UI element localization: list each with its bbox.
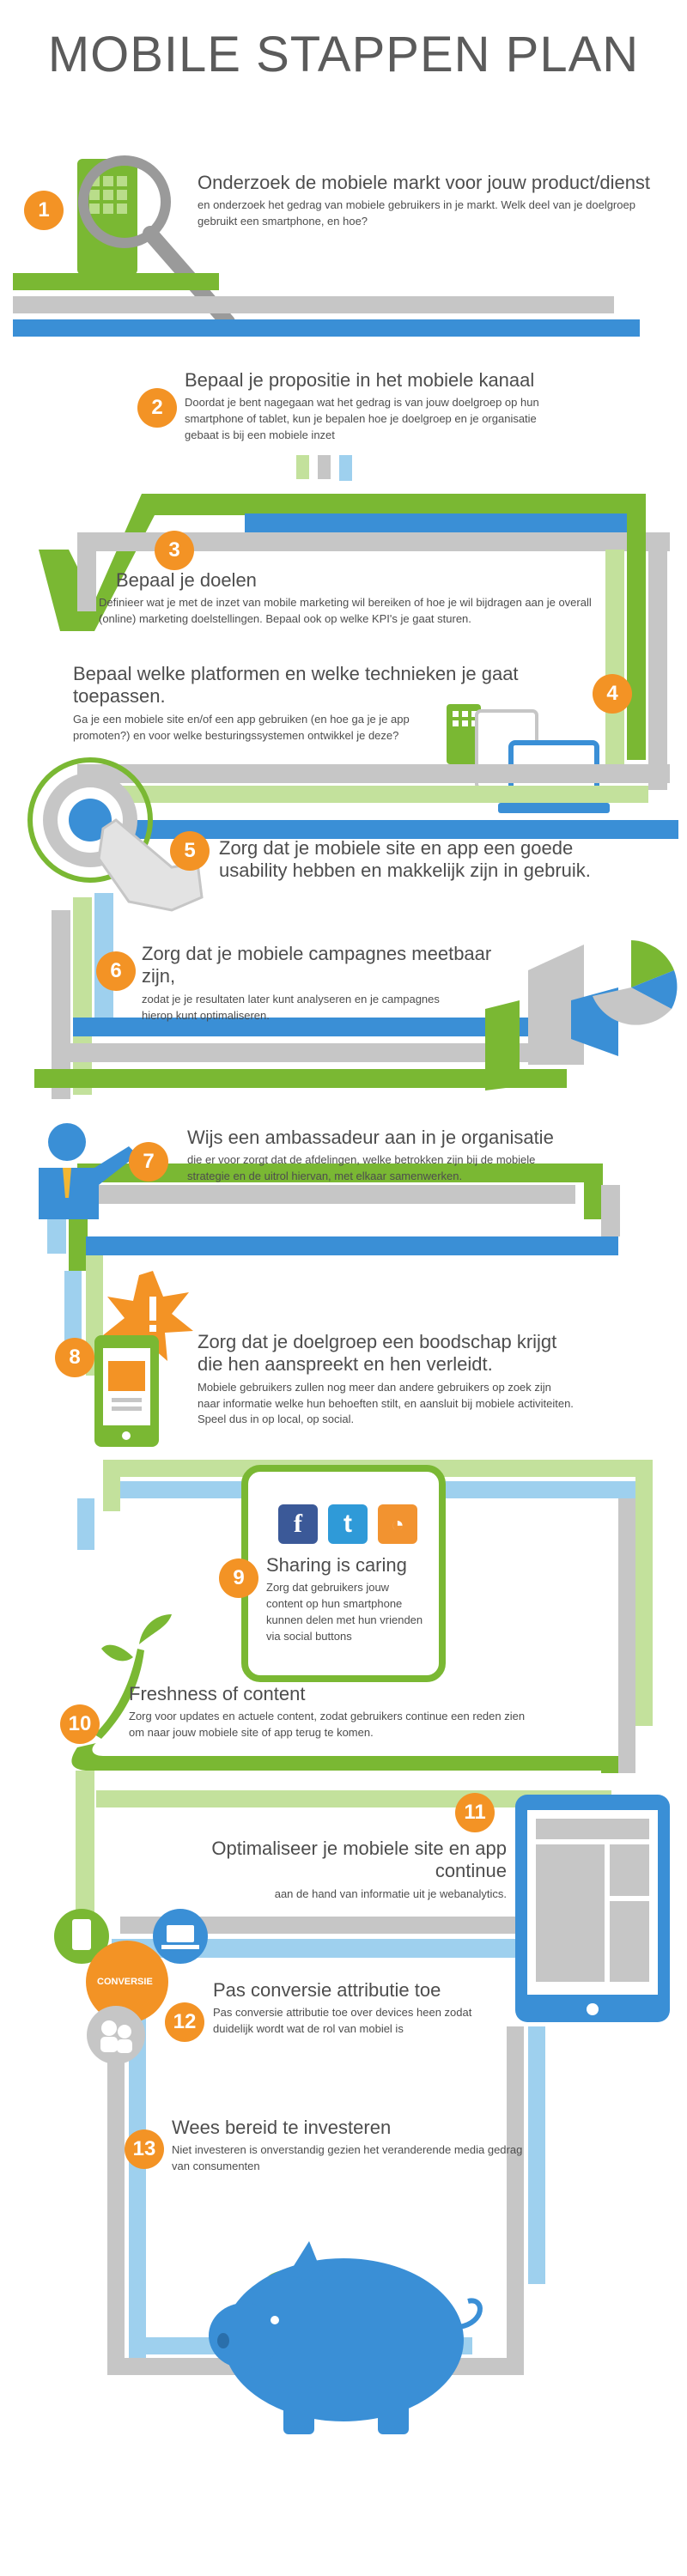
- rss-icon[interactable]: ◔: [378, 1504, 417, 1544]
- step-3-text: Definieer wat je met de inzet van mobile…: [99, 596, 592, 626]
- facebook-icon[interactable]: f: [278, 1504, 318, 1544]
- phone-illustration-1: [77, 159, 137, 275]
- step-9-heading: Sharing is caring: [266, 1554, 407, 1576]
- step-number-8: 8: [55, 1338, 94, 1377]
- step-10: Freshness of content Zorg voor updates e…: [129, 1683, 532, 1741]
- step-10-heading: Freshness of content: [129, 1683, 306, 1704]
- step-2-heading: Bepaal je propositie in het mobiele kana…: [185, 369, 535, 391]
- step-3: Bepaal je doelen Definieer wat je met de…: [99, 569, 597, 628]
- step-7-heading: Wijs een ambassadeur aan in je organisat…: [187, 1127, 554, 1148]
- step-5-heading: Zorg dat je mobiele site en app een goed…: [219, 837, 591, 882]
- step-2: Bepaal je propositie in het mobiele kana…: [185, 369, 554, 444]
- step-8-text: Mobiele gebruikers zullen nog meer dan a…: [198, 1380, 574, 1426]
- step-9: Sharing is caring Zorg dat gebruikers jo…: [266, 1554, 425, 1645]
- step-2-text: Doordat je bent nagegaan wat het gedrag …: [185, 396, 539, 442]
- step-number-5: 5: [170, 831, 210, 871]
- plant-sprout-icon: [94, 1614, 172, 1739]
- step-number-12: 12: [165, 2002, 204, 2042]
- step-4-heading: Bepaal welke platformen en welke technie…: [73, 663, 519, 708]
- step-9-text: Zorg dat gebruikers jouw content op hun …: [266, 1581, 423, 1643]
- step-number-2: 2: [137, 388, 177, 428]
- conversion-cluster: [54, 1909, 208, 2064]
- step-12-text: Pas conversie attributie toe over device…: [213, 2006, 472, 2036]
- step-8-heading: Zorg dat je doelgroep een boodschap krij…: [198, 1331, 557, 1376]
- step-6-heading: Zorg dat je mobiele campagnes meetbaar z…: [142, 943, 492, 987]
- step-7: Wijs een ambassadeur aan in je organisat…: [187, 1127, 582, 1185]
- step-11: Optimaliseer je mobiele site en app cont…: [137, 1838, 507, 1903]
- ambassador-person-icon: [39, 1123, 137, 1219]
- step-10-text: Zorg voor updates en actuele content, zo…: [129, 1710, 526, 1740]
- analytics-chart-illustration: [485, 940, 678, 1091]
- conversion-label: CONVERSIE: [97, 1977, 153, 1987]
- step-6: Zorg dat je mobiele campagnes meetbaar z…: [142, 943, 511, 1024]
- step-4-text: Ga je een mobiele site en/of een app geb…: [73, 712, 410, 742]
- step-7-text: die er voor zorgt dat de afdelingen, wel…: [187, 1153, 536, 1183]
- twitter-icon[interactable]: t: [328, 1504, 368, 1544]
- step-number-10: 10: [60, 1704, 100, 1744]
- step-number-13: 13: [125, 2129, 164, 2169]
- step-4: Bepaal welke platformen en welke technie…: [73, 663, 588, 744]
- step-3-heading: Bepaal je doelen: [116, 569, 257, 591]
- step-number-11: 11: [455, 1793, 495, 1832]
- step-12: Pas conversie attributie toe Pas convers…: [213, 1979, 496, 2038]
- step-number-1: 1: [24, 191, 64, 230]
- step-8: Zorg dat je doelgroep een boodschap krij…: [198, 1331, 575, 1428]
- step-number-4: 4: [593, 674, 632, 714]
- step-13-text: Niet investeren is onverstandig gezien h…: [172, 2143, 523, 2173]
- step-12-heading: Pas conversie attributie toe: [213, 1979, 441, 2001]
- step-number-7: 7: [129, 1142, 168, 1182]
- step-1-heading: Onderzoek de mobiele markt voor jouw pro…: [198, 172, 651, 193]
- step-6-text: zodat je je resultaten later kunt analys…: [142, 992, 440, 1022]
- step-13: Wees bereid te investeren Niet investere…: [172, 2117, 532, 2175]
- step-number-6: 6: [96, 951, 136, 991]
- step-11-text: aan de hand van informatie uit je webana…: [274, 1886, 507, 1900]
- page-title: MOBILE STAPPEN PLAN: [47, 27, 640, 82]
- step-5: Zorg dat je mobiele site en app een goed…: [219, 837, 597, 883]
- step-11-heading: Optimaliseer je mobiele site en app cont…: [211, 1838, 507, 1882]
- alert-burst-icon: [103, 1271, 193, 1365]
- touch-button-icon: [27, 757, 204, 912]
- step-1-text: en onderzoek het gedrag van mobiele gebr…: [198, 198, 635, 228]
- step-13-heading: Wees bereid te investeren: [172, 2117, 392, 2138]
- step-number-3: 3: [155, 531, 194, 570]
- piggy-bank-icon: [209, 2241, 483, 2434]
- step-1: Onderzoek de mobiele markt voor jouw pro…: [198, 172, 661, 230]
- social-buttons: f t ◔: [262, 1504, 434, 1544]
- phone-message-illustration: [94, 1335, 159, 1447]
- step-number-9: 9: [219, 1558, 258, 1598]
- tablet-illustration: [515, 1795, 670, 2022]
